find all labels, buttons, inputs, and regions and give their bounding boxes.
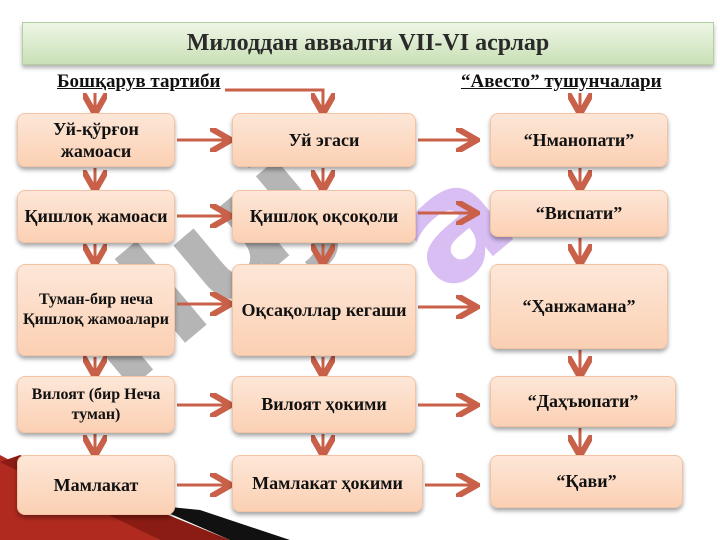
box-ruler-5: Мамлакат ҳокими bbox=[232, 455, 423, 512]
box-avesto-1: “Нманопати” bbox=[490, 113, 668, 167]
page-title: Милоддан аввалги VII-VI асрлар bbox=[22, 22, 714, 65]
box-governance-1: Уй-қўрғон жамоаси bbox=[17, 113, 175, 167]
box-governance-4: Вилоят (бир Неча туман) bbox=[17, 376, 175, 433]
box-governance-5: Мамлакат bbox=[17, 455, 175, 515]
box-governance-2: Қишлоқ жамоаси bbox=[17, 190, 175, 243]
box-governance-3: Туман-бир неча Қишлоқ жамоалари bbox=[17, 264, 175, 356]
box-avesto-2: “Виспати” bbox=[490, 190, 668, 237]
box-avesto-3: “Ҳанжамана” bbox=[490, 264, 668, 349]
box-avesto-4: “Даҳъюпати” bbox=[490, 376, 676, 427]
box-ruler-1: Уй эгаси bbox=[232, 113, 416, 167]
box-avesto-5: “Қави” bbox=[490, 455, 683, 508]
heading-avesto: “Авесто” тушунчалари bbox=[461, 71, 662, 92]
heading-governance: Бошқарув тартиби bbox=[57, 71, 221, 92]
box-ruler-3: Оқсақоллар кегаши bbox=[232, 264, 416, 356]
box-ruler-4: Вилоят ҳокими bbox=[232, 376, 416, 433]
box-ruler-2: Қишлоқ оқсоқоли bbox=[232, 190, 416, 243]
